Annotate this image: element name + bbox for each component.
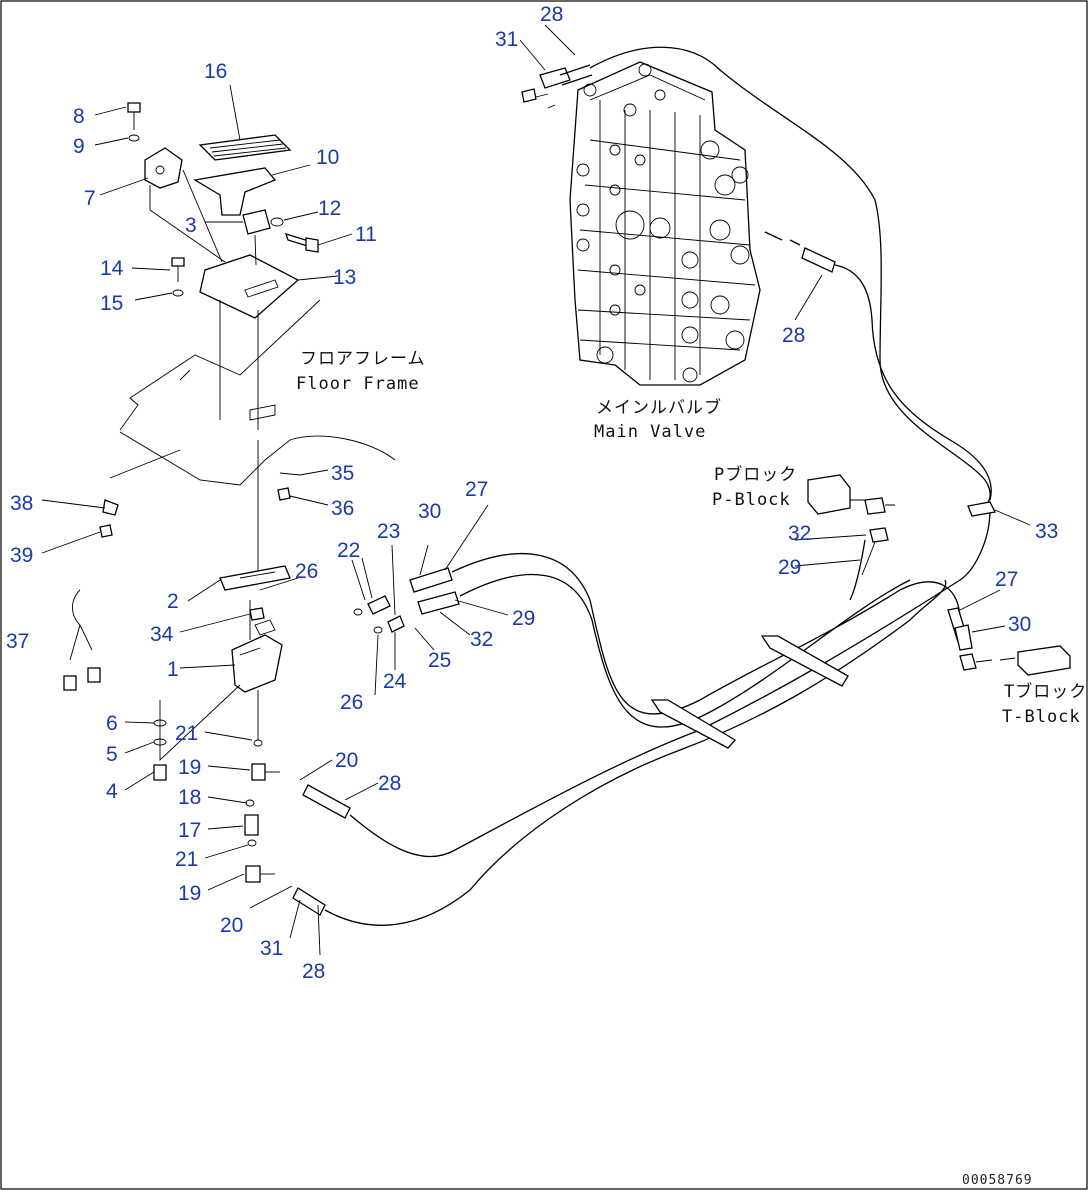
- document-number: 00058769: [962, 1173, 1033, 1188]
- callout-29a: 29: [512, 607, 535, 630]
- callout-2: 2: [167, 590, 179, 613]
- callout-20a: 20: [335, 749, 358, 772]
- t-block-label-jp: Tブロック: [1004, 681, 1087, 702]
- callout-30a: 30: [418, 500, 441, 523]
- callout-28c: 28: [302, 960, 325, 983]
- callout-numbers: 16 8 9 10 7 3 12 11 14 13 15 35 38 36 39…: [6, 3, 1058, 983]
- callout-10: 10: [316, 146, 339, 169]
- callout-26b: 26: [340, 691, 363, 714]
- callout-16: 16: [204, 60, 227, 83]
- callout-32b: 32: [788, 522, 811, 545]
- callout-28b: 28: [378, 772, 401, 795]
- callout-33: 33: [1035, 520, 1058, 543]
- callout-12: 12: [318, 197, 341, 220]
- callout-34: 34: [150, 623, 174, 646]
- callout-17: 17: [178, 819, 201, 842]
- floor-frame-label-en: Floor Frame: [296, 374, 420, 394]
- callout-7: 7: [84, 187, 96, 210]
- callout-19a: 19: [178, 756, 201, 779]
- callout-30b: 30: [1008, 613, 1031, 636]
- callout-28a: 28: [540, 3, 563, 26]
- leader-lines: [41, 24, 1031, 956]
- callout-3: 3: [185, 214, 197, 237]
- component-labels: フロアフレーム Floor Frame メインルバルブ Main Valve P…: [296, 349, 1087, 1188]
- callout-9: 9: [73, 135, 85, 158]
- callout-26a: 26: [295, 560, 318, 583]
- callout-23: 23: [377, 520, 400, 543]
- callout-6: 6: [106, 712, 118, 735]
- callout-25: 25: [428, 649, 451, 672]
- callout-15: 15: [100, 292, 123, 315]
- t-block-label-en: T-Block: [1002, 707, 1081, 727]
- callout-20b: 20: [220, 914, 243, 937]
- callout-27b: 27: [995, 568, 1018, 591]
- callout-36: 36: [331, 497, 354, 520]
- callout-13: 13: [333, 266, 356, 289]
- callout-35: 35: [331, 462, 354, 485]
- callout-21b: 21: [175, 848, 198, 871]
- callout-39: 39: [10, 544, 33, 567]
- main-valve-label-en: Main Valve: [594, 422, 706, 442]
- main-valve-drawing: [521, 46, 992, 516]
- callout-14: 14: [100, 257, 124, 280]
- main-valve-label-jp: メインルバルブ: [596, 397, 722, 418]
- callout-21a: 21: [175, 722, 198, 745]
- callout-38: 38: [10, 492, 33, 515]
- p-block-label-en: P-Block: [712, 490, 791, 510]
- callout-28d: 28: [782, 324, 805, 347]
- pedal-assembly-drawing: [63, 102, 396, 916]
- callout-5: 5: [106, 743, 118, 766]
- callout-22: 22: [337, 539, 360, 562]
- p-block-label-jp: Pブロック: [714, 464, 797, 485]
- hose-routing-drawing: [324, 474, 1071, 926]
- callout-27a: 27: [465, 478, 488, 501]
- callout-4: 4: [106, 780, 118, 803]
- callout-1: 1: [167, 658, 179, 681]
- callout-31a: 31: [495, 28, 518, 51]
- callout-24: 24: [383, 670, 407, 693]
- callout-11: 11: [355, 223, 377, 246]
- callout-19b: 19: [178, 882, 201, 905]
- callout-8: 8: [73, 105, 85, 128]
- callout-18: 18: [178, 786, 201, 809]
- callout-32a: 32: [470, 628, 493, 651]
- callout-31b: 31: [260, 937, 283, 960]
- floor-frame-label-jp: フロアフレーム: [300, 349, 426, 369]
- callout-29b: 29: [778, 556, 801, 579]
- callout-37: 37: [6, 630, 29, 653]
